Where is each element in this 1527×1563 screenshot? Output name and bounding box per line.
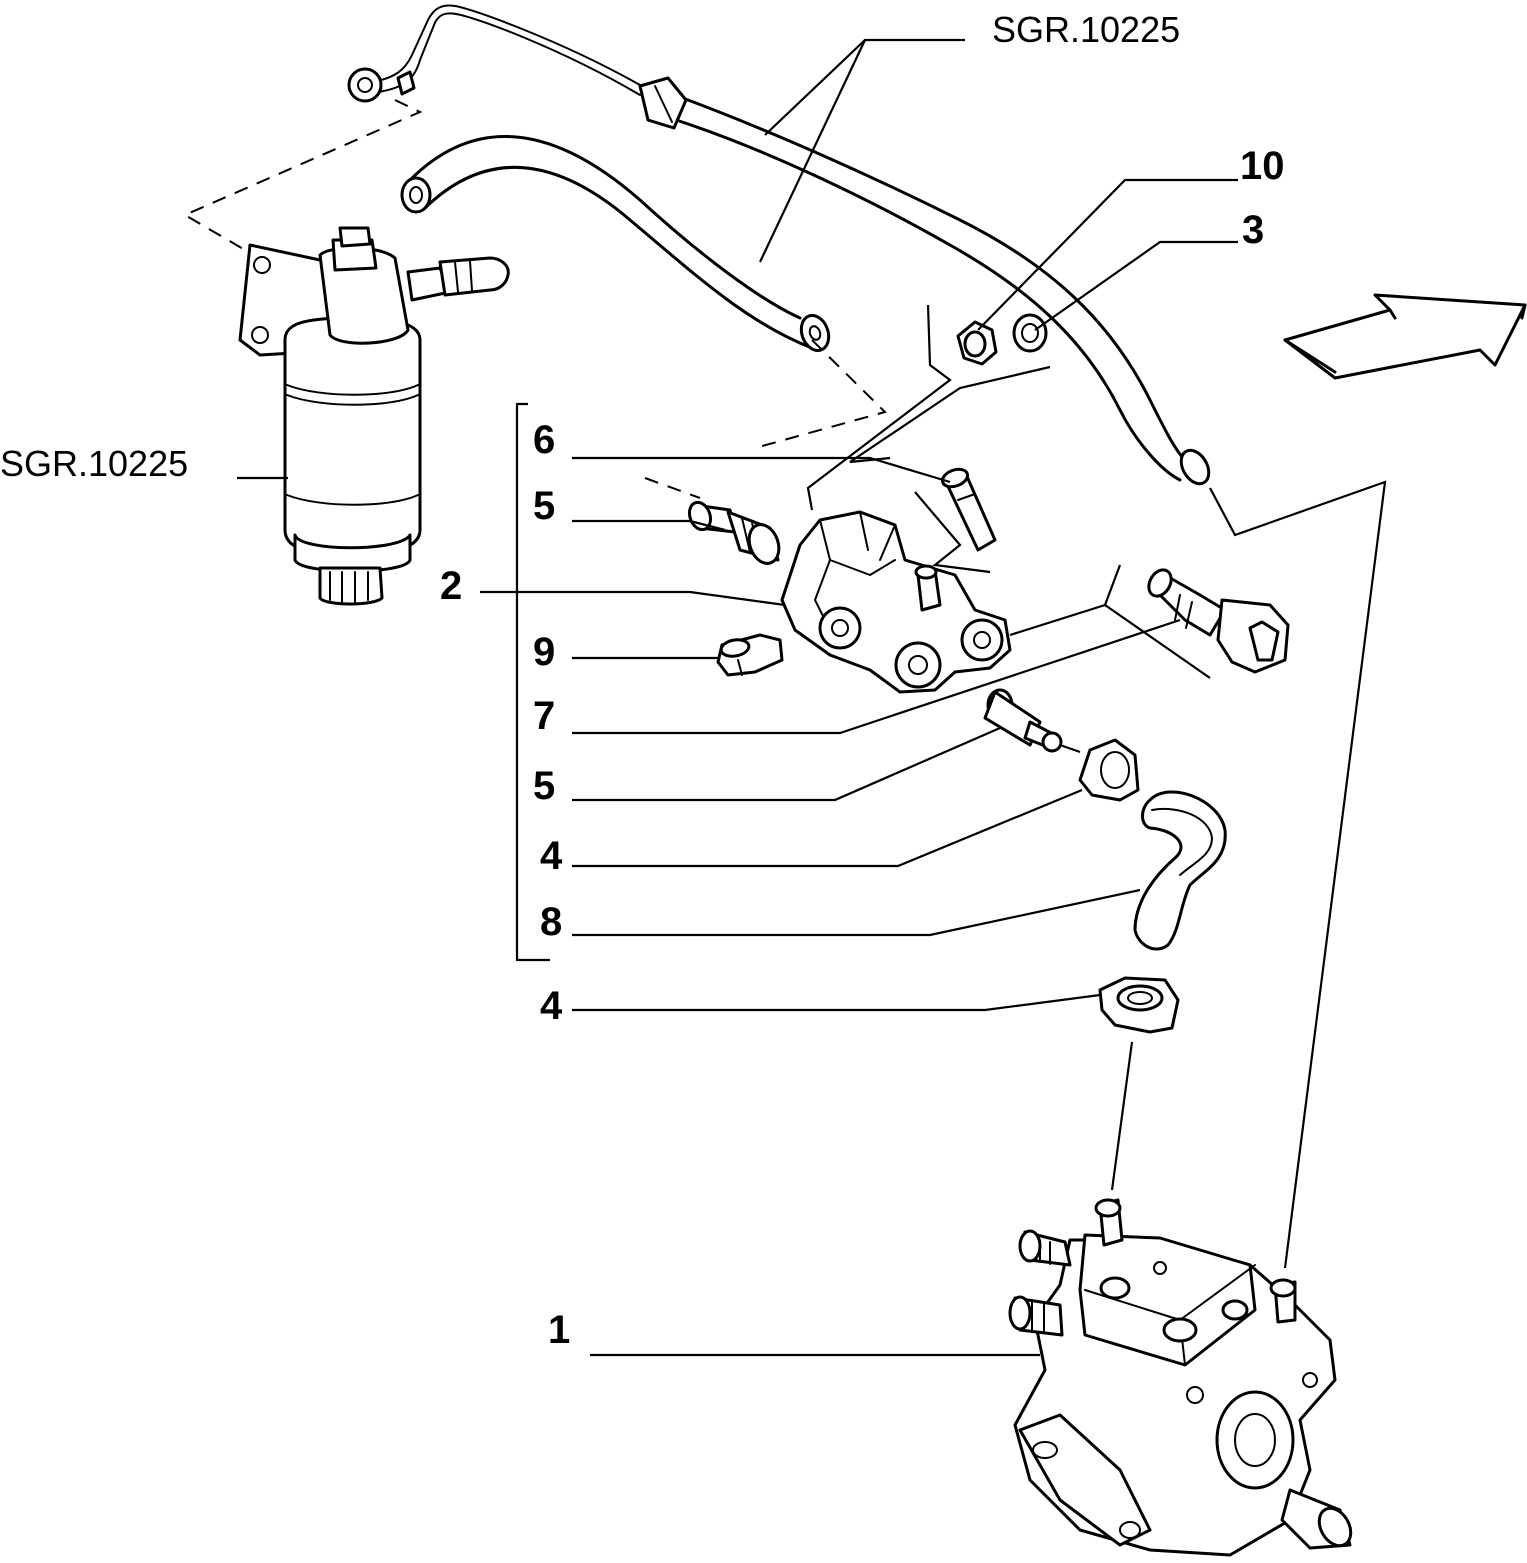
fuel-line-sensor-wire xyxy=(347,4,641,103)
direction-arrow-icon xyxy=(1283,293,1527,380)
nut-part-10 xyxy=(956,320,998,366)
leader-lines xyxy=(182,38,1387,1357)
reference-label-top: SGR.10225 xyxy=(992,9,1181,50)
clamp-part-4-upper xyxy=(1078,738,1140,802)
fuel-hose-return xyxy=(400,135,831,352)
bent-hose-part-8 xyxy=(1133,790,1227,951)
fitting-part-5-lower xyxy=(983,688,1063,753)
part-number-10: 10 xyxy=(1240,144,1285,188)
part-number-3: 3 xyxy=(1242,208,1265,252)
part-number-6: 6 xyxy=(533,418,556,462)
clamp-part-4-lower xyxy=(1098,976,1180,1034)
sensor-part-7 xyxy=(1147,568,1290,674)
bolt-part-6 xyxy=(940,467,997,552)
fuel-hose-main xyxy=(638,76,1211,486)
filter-housing-part-2 xyxy=(780,510,1012,694)
part-number-1: 1 xyxy=(548,1308,571,1352)
injection-pump-part-1 xyxy=(1008,1198,1353,1557)
reference-label-left: SGR.10225 xyxy=(0,443,189,484)
part-number-5-lower: 5 xyxy=(533,764,556,808)
plug-part-9 xyxy=(716,633,784,677)
part-number-2: 2 xyxy=(440,564,463,608)
washer-part-3 xyxy=(1012,313,1048,353)
fuel-filter xyxy=(238,226,510,606)
part-number-5-upper: 5 xyxy=(533,484,556,528)
part-number-4-upper: 4 xyxy=(540,834,563,878)
part-number-7: 7 xyxy=(533,694,556,738)
fitting-part-5-upper xyxy=(687,500,781,565)
part-number-8: 8 xyxy=(540,900,563,944)
part-number-9: 9 xyxy=(533,630,556,674)
part-number-4-lower: 4 xyxy=(540,984,563,1028)
